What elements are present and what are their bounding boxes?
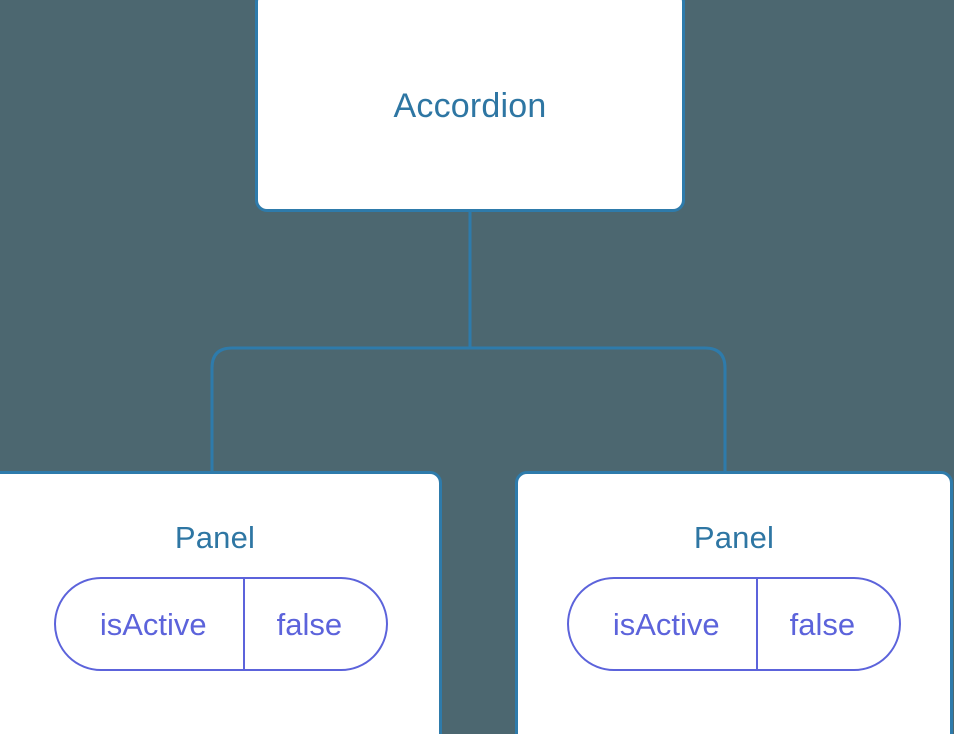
node-title: Panel — [174, 520, 256, 555]
node-panel[interactable]: Panel isActive false — [515, 471, 953, 734]
state-value: false — [276, 606, 343, 642]
state-value: false — [789, 606, 856, 642]
node-accordion[interactable]: Accordion — [255, 0, 685, 212]
node-title: Panel — [693, 520, 775, 555]
state-badge[interactable]: isActive false — [566, 577, 902, 671]
connector-branch-left — [210, 346, 470, 474]
node-title: Accordion — [393, 87, 547, 125]
state-key: isActive — [56, 579, 245, 669]
state-key: isActive — [569, 579, 758, 669]
node-panel[interactable]: Panel isActive false — [0, 471, 442, 734]
connector-branch-right — [470, 346, 727, 474]
state-badge[interactable]: isActive false — [53, 577, 389, 671]
